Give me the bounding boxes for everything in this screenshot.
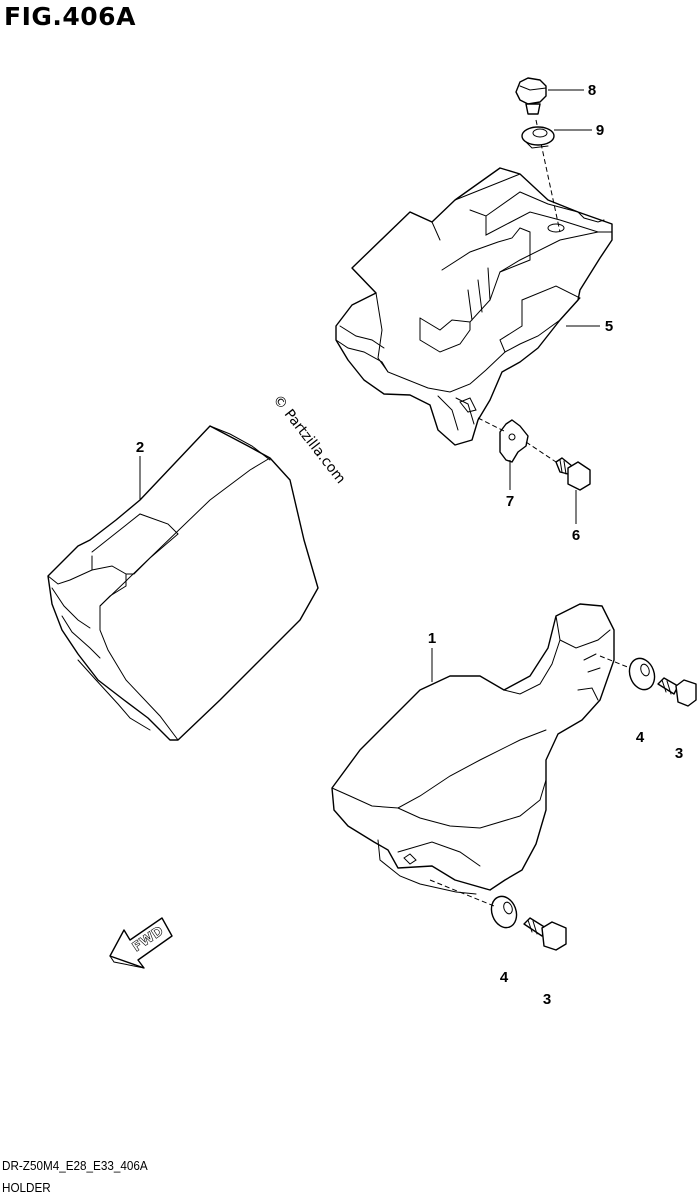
callout-6: 6: [572, 527, 580, 544]
figure-title: FIG.406A: [4, 2, 136, 31]
part-8-bolt[interactable]: [515, 77, 561, 233]
part-3-bolt-upper[interactable]: [657, 677, 697, 707]
part-4-washer-lower[interactable]: [429, 879, 521, 931]
part-1-side-cover[interactable]: [331, 603, 615, 895]
callout-3-lower: 3: [543, 991, 551, 1008]
callout-8: 8: [588, 82, 596, 99]
callout-1: 1: [428, 630, 436, 647]
callout-3-upper: 3: [675, 745, 683, 762]
diagram-code: DR-Z50M4_E28_E33_406A: [2, 1158, 148, 1173]
forward-direction-arrow: FWD: [109, 917, 173, 969]
part-6-screw[interactable]: [555, 457, 591, 491]
part-9-grommet[interactable]: [521, 126, 555, 149]
part-2-side-cover[interactable]: [47, 425, 319, 741]
part-7-clip-nut[interactable]: [477, 417, 557, 463]
callout-4-upper: 4: [636, 729, 645, 746]
callout-4-lower: 4: [500, 969, 509, 986]
diagram-name: HOLDER: [2, 1180, 51, 1195]
callout-2: 2: [136, 439, 144, 456]
part-4-washer-upper[interactable]: [599, 655, 659, 693]
part-3-bolt-lower[interactable]: [523, 917, 567, 951]
callout-5: 5: [605, 318, 613, 335]
callout-7: 7: [506, 493, 514, 510]
part-5-holder-tray[interactable]: [335, 167, 613, 446]
callout-9: 9: [596, 122, 604, 139]
